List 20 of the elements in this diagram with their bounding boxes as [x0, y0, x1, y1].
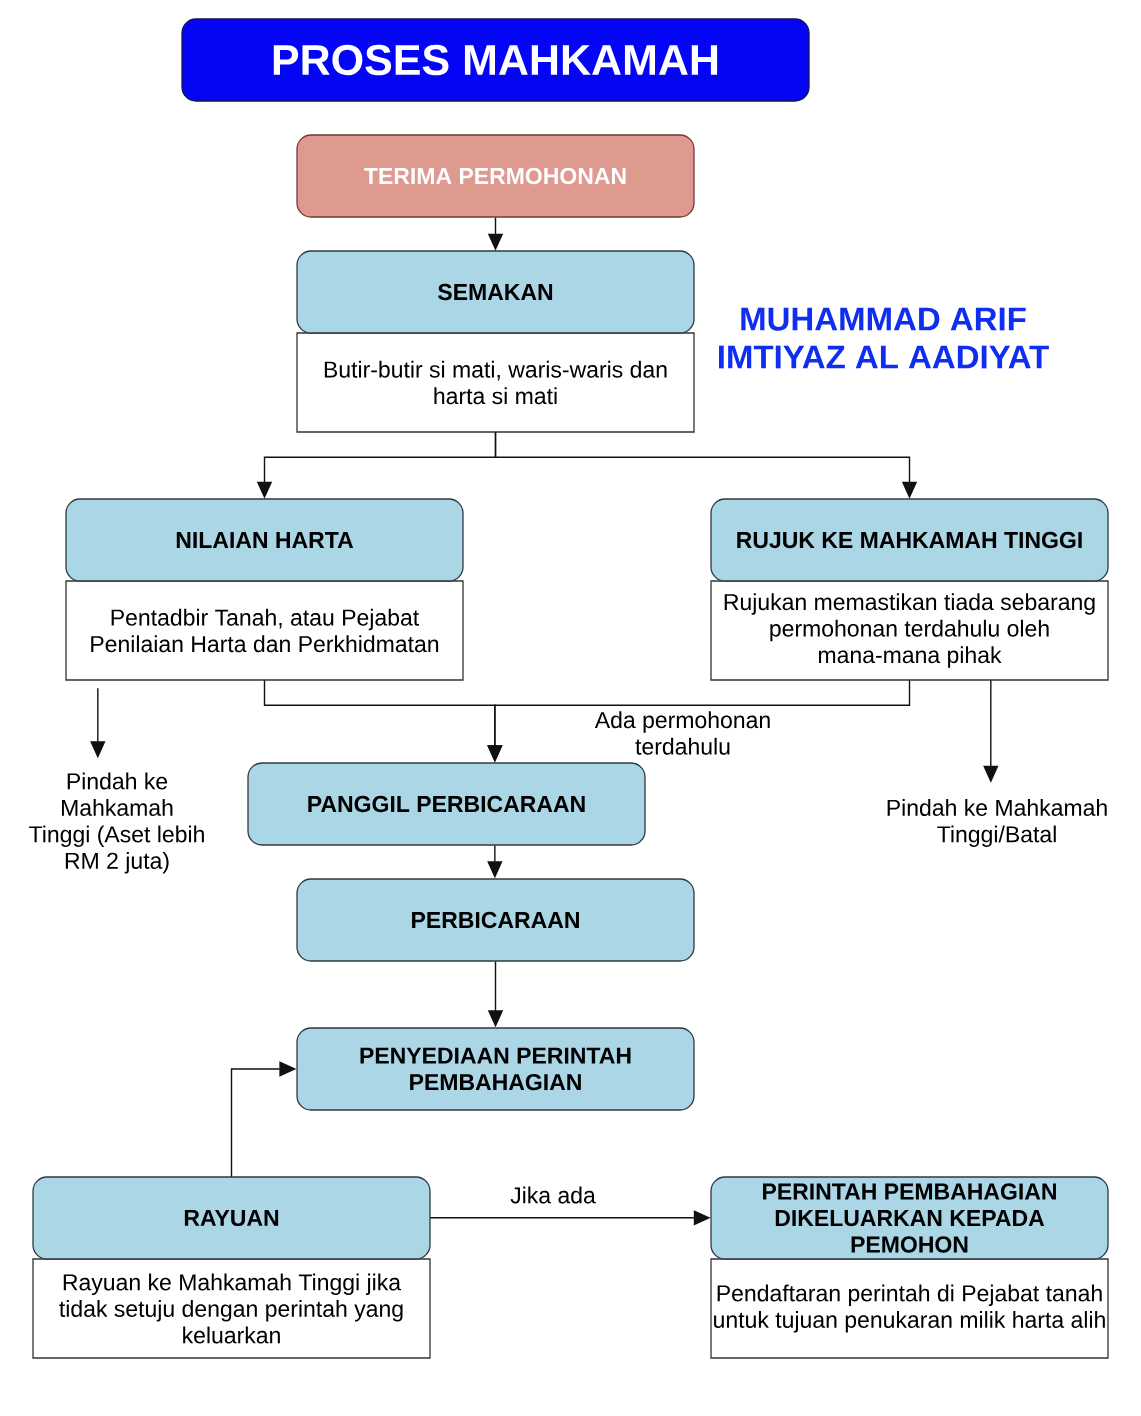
process-box: PENYEDIAAN PERINTAH PEMBAHAGIAN	[296, 1027, 695, 1111]
author-name: MUHAMMAD ARIF IMTIYAZ AL AADIYAT	[719, 307, 1049, 369]
outcome-text: Pindah ke Mahkamah Tinggi (Aset lebih RM 2 juta)	[29, 772, 204, 874]
process-box: RAYUAN	[32, 1176, 431, 1260]
description-box: Rujukan memastikan tiada sebarang permohonan terdahulu oleh mana-mana pihak	[710, 580, 1109, 681]
title-banner: PROSES MAHKAMAH	[181, 18, 810, 102]
process-box: PERBICARAAN	[296, 878, 695, 962]
process-box: PANGGIL PERBICARAAN	[247, 762, 646, 846]
process-box: TERIMA PERMOHONAN	[296, 134, 695, 218]
description-box: Butir-butir si mati, waris-waris dan harta si mati	[296, 332, 695, 433]
process-box: PERINTAH PEMBAHAGIAN DIKELUARKAN KEPADA PEMOHON	[710, 1176, 1109, 1260]
edge-label: Ada permohonan terdahulu	[594, 711, 770, 755]
process-box: RUJUK KE MAHKAMAH TINGGI	[710, 498, 1109, 582]
edge-label: Jika ada	[510, 1186, 596, 1204]
process-box: SEMAKAN	[296, 250, 695, 334]
description-box: Pendaftaran perintah di Pejabat tanah untuk tujuan penukaran milik harta alih	[710, 1258, 1109, 1359]
process-box: NILAIAN HARTA	[65, 498, 464, 582]
description-box: Rayuan ke Mahkamah Tinggi jika tidak setuju dengan perintah yang keluarkan	[32, 1258, 431, 1359]
description-box: Pentadbir Tanah, atau Pejabat Penilaian Harta dan Perkhidmatan	[65, 580, 464, 681]
outcome-text: Pindah ke Mahkamah Tinggi/Batal	[887, 799, 1107, 847]
